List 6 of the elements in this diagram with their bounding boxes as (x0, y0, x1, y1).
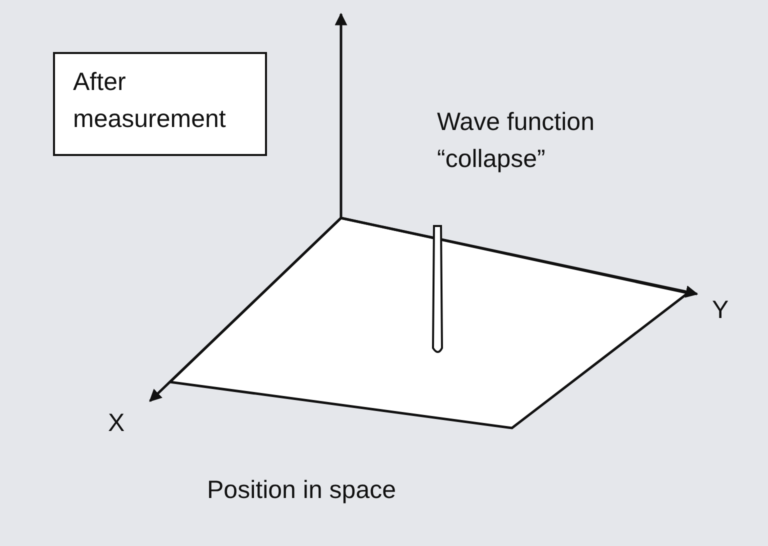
annotation-text: Wave function “collapse” (437, 107, 596, 175)
text-box (53, 52, 267, 156)
axis-label: X (108, 408, 126, 439)
box-label: After measurement (73, 67, 227, 135)
axis-label: Y (712, 295, 730, 326)
axis-title: Position in space (207, 475, 398, 506)
